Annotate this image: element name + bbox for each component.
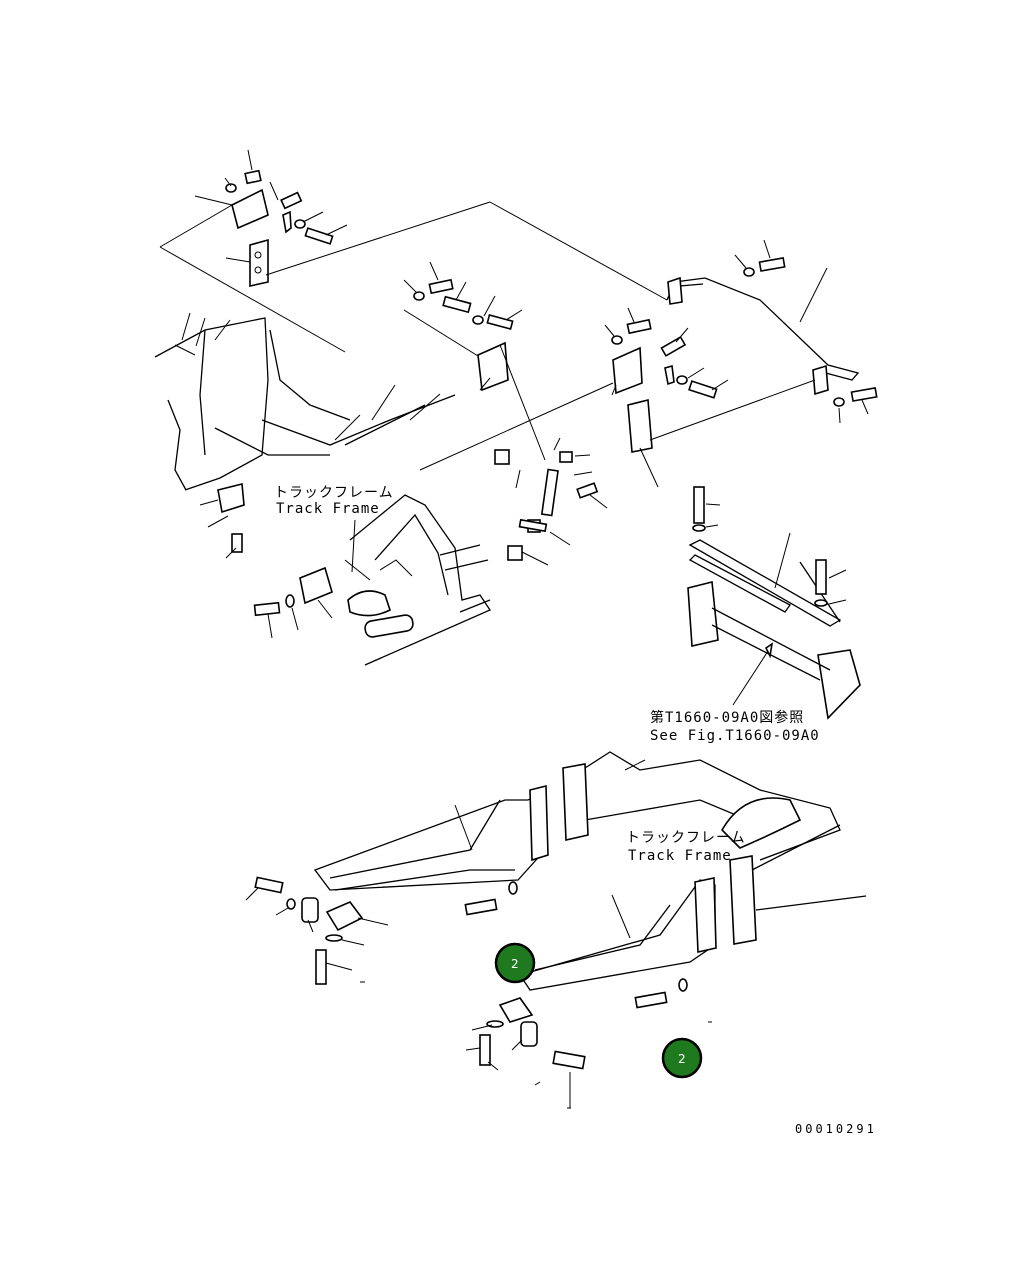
see-figure-label-en: See Fig.T1660-09A0: [650, 728, 820, 744]
track-frame-label-en-lower: Track Frame: [628, 848, 732, 864]
center-bracket-assembly: [403, 261, 608, 566]
upper-left-bracket-assembly: [159, 149, 668, 353]
callout-badge[interactable]: 2: [494, 942, 536, 984]
see-figure-label-jp: 第T1660-09A0図参照: [650, 709, 804, 726]
track-frame-label-jp-lower: トラックフレーム: [626, 830, 746, 846]
left-track-frame-body: [154, 312, 456, 559]
callout-badge-label: 2: [511, 957, 519, 971]
track-frame-label-jp-upper: トラックフレーム: [274, 485, 394, 501]
document-number: 00010291: [795, 1122, 877, 1136]
track-frame-label-en-upper: Track Frame: [276, 501, 380, 517]
callout-badge-label: 2: [678, 1052, 686, 1066]
right-upper-bracket-assembly: [419, 239, 878, 488]
callout-badge[interactable]: 2: [661, 1037, 703, 1079]
middle-frame-assembly: [253, 494, 491, 666]
reference-frame-assembly: [687, 486, 861, 720]
lower-frame-assembly: [245, 751, 867, 1109]
